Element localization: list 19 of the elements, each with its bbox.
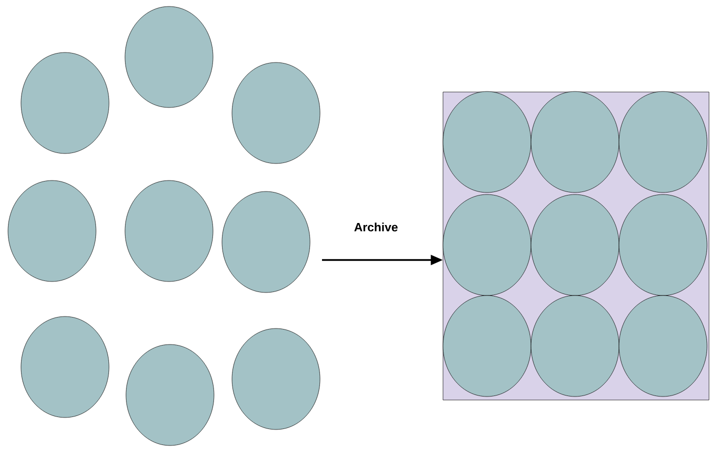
ellipse — [618, 194, 708, 296]
ellipse — [20, 52, 110, 154]
ellipse — [232, 328, 320, 430]
ellipse — [442, 194, 532, 296]
ellipse — [8, 180, 96, 282]
ellipse — [530, 295, 620, 397]
ellipse — [124, 180, 214, 282]
ellipse — [442, 91, 532, 193]
ellipse — [442, 295, 532, 397]
ellipse — [232, 62, 320, 164]
ellipse — [530, 194, 620, 296]
ellipse — [618, 295, 708, 397]
ellipse — [222, 191, 310, 293]
edge-label: Archive — [354, 222, 398, 232]
ellipse — [530, 91, 620, 193]
ellipse — [124, 6, 214, 108]
ellipse — [20, 316, 110, 418]
ellipse — [618, 91, 708, 193]
ellipse — [126, 344, 214, 446]
